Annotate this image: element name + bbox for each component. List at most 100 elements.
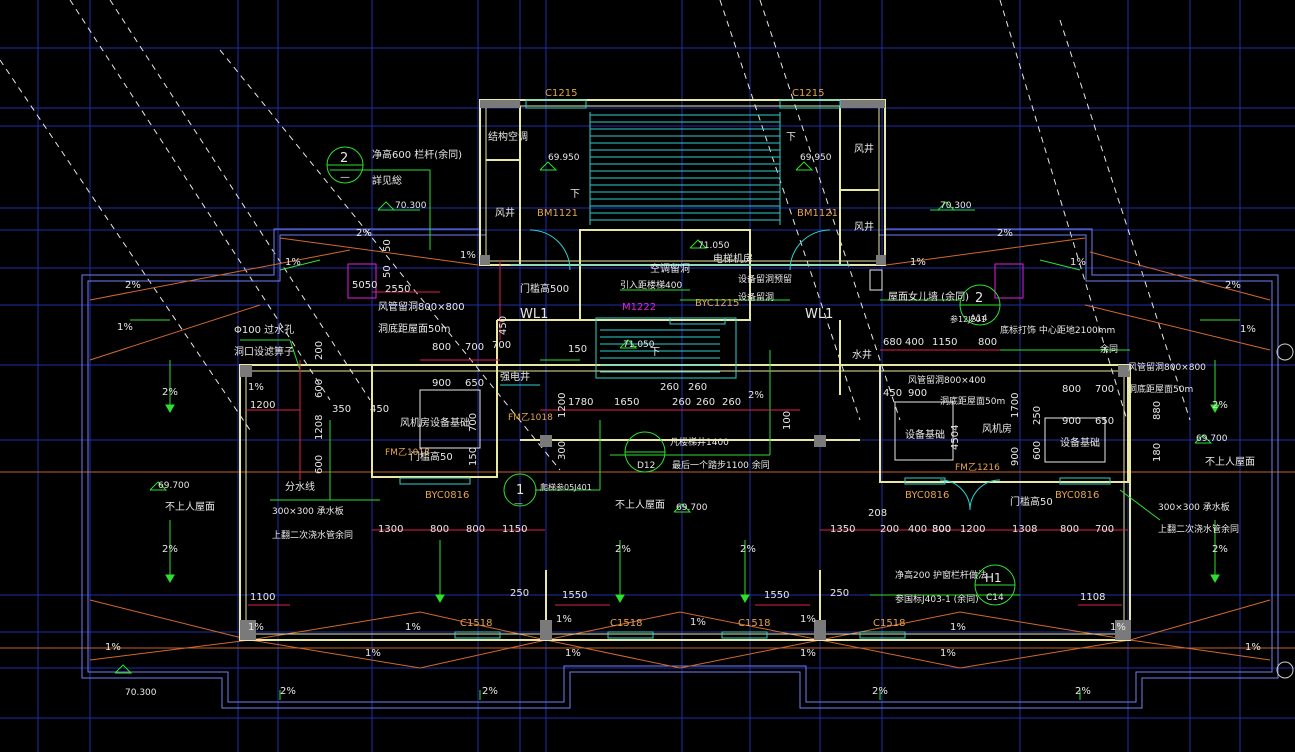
slope-label: 1% <box>1245 642 1261 653</box>
note: 屋面女儿墙 (余同) <box>888 290 969 303</box>
dimension: 50 <box>382 265 393 278</box>
dimension: 650 <box>1095 416 1114 427</box>
dimension: 650 <box>465 378 484 389</box>
dimension: 1550 <box>562 590 587 601</box>
slope-label: 1% <box>565 648 581 659</box>
note: 凡楼梯井1400 <box>670 436 729 448</box>
door-label: M1222 <box>622 302 656 313</box>
door-label: FM乙1216 <box>955 462 1000 473</box>
dimension: 600 <box>1032 441 1043 460</box>
dimension: 450 <box>370 404 389 415</box>
slope-label: 1% <box>1110 622 1126 633</box>
slope-label: 1% <box>690 617 706 628</box>
note: 门槛高50 <box>1010 495 1053 508</box>
dimension: 250 <box>1032 406 1043 425</box>
dimension: 250 <box>510 588 529 599</box>
callout-ref: C14 <box>986 593 1004 603</box>
note: 不上人屋面 <box>615 499 665 511</box>
callout-number: 1 <box>516 483 524 498</box>
wl-label: WL1 <box>805 307 833 322</box>
dimension: 300 <box>932 524 951 535</box>
dimension: 300 <box>557 441 568 460</box>
note: 上翻二次浇水管余同 <box>272 529 353 541</box>
slope-label: 2% <box>162 387 178 398</box>
diagonal-dashed-lines <box>0 0 1191 471</box>
note: 风管留洞800×800 <box>1128 361 1206 373</box>
note: 底标打饰 中心距地2100mm <box>1000 324 1115 336</box>
note: 300×300 承水板 <box>272 505 344 517</box>
slope-label: 2% <box>280 686 296 697</box>
dimension: 4504 <box>950 425 961 450</box>
dimension: 350 <box>332 404 351 415</box>
note: 最后一个踏步1100 余同 <box>672 459 770 471</box>
elevation: 69.950 <box>800 153 832 163</box>
dimension: 880 <box>1152 401 1163 420</box>
dimension: 400 <box>905 337 924 348</box>
slope-label: 1% <box>285 257 301 268</box>
callout-dividers <box>327 164 1015 586</box>
dimension: 1200 <box>250 400 275 411</box>
window-label: C1518 <box>873 618 905 629</box>
callout-ref: — <box>514 499 523 509</box>
slope-label: 2% <box>482 686 498 697</box>
slope-label: 2% <box>615 544 631 555</box>
note: 净高200 护窗栏杆做法 <box>895 569 987 581</box>
slope-label: 1% <box>405 622 421 633</box>
note: 洞底距屋面50m <box>940 395 1005 407</box>
axis-lines <box>0 471 1295 649</box>
elevation: 71.050 <box>623 340 655 350</box>
stair-direction: 下 <box>570 189 580 200</box>
stair-direction: 下 <box>650 347 660 358</box>
window-label: C1215 <box>545 88 577 99</box>
note: 上翻二次浇水管余同 <box>1158 523 1239 535</box>
stair-treads <box>589 112 781 373</box>
window-label: C1215 <box>792 88 824 99</box>
dimension: 100 <box>782 411 793 430</box>
slope-label: 1% <box>460 250 476 261</box>
dimension: 800 <box>430 524 449 535</box>
slope-label: 1% <box>800 648 816 659</box>
dimension: 2550 <box>385 284 410 295</box>
slope-label: 2% <box>125 280 141 291</box>
window-label: C1518 <box>460 618 492 629</box>
slope-label: 2% <box>997 228 1013 239</box>
elevation: 70.300 <box>395 201 427 211</box>
note: 门槛高500 <box>520 282 569 295</box>
door-label: BYC0816 <box>1055 490 1099 501</box>
cyan-lines <box>500 229 1001 511</box>
dimension: 900 <box>432 378 451 389</box>
dimension: 1150 <box>932 337 957 348</box>
slope-label: 2% <box>740 544 756 555</box>
dimension: 900 <box>908 388 927 399</box>
room-label: 风机房 <box>400 416 430 429</box>
equipment-bases <box>347 263 1106 463</box>
room-label: 风井 <box>854 142 874 155</box>
window-label: C1518 <box>610 618 642 629</box>
dimension: 800 <box>1060 524 1079 535</box>
dimension: 1108 <box>1080 592 1105 603</box>
dimension: 1200 <box>960 524 985 535</box>
callout-ref: D12 <box>637 461 655 471</box>
slope-label: 2% <box>1212 544 1228 555</box>
note: 参国标J403-1 (余同) <box>895 593 979 605</box>
level-markers <box>114 161 1213 674</box>
note: 门槛高50 <box>410 450 453 463</box>
room-label: 风井 <box>854 220 874 233</box>
elevation: 69.700 <box>158 481 190 491</box>
dimension: 250 <box>830 588 849 599</box>
door-label: FM乙1018 <box>508 412 553 423</box>
room-label: 风机房 <box>982 422 1012 435</box>
elevation: 71.050 <box>698 241 730 251</box>
note: 爬梯参05J401 <box>540 482 592 492</box>
note: 洞底距屋面50m <box>1128 383 1193 395</box>
slope-label: 1% <box>105 642 121 653</box>
dimension: 208 <box>868 508 887 519</box>
slope-label: 1% <box>556 614 572 625</box>
dimension: 1300 <box>378 524 403 535</box>
slope-label: 2% <box>748 390 764 401</box>
slope-label: 2% <box>1212 400 1228 411</box>
dimension: 1208 <box>314 415 325 440</box>
slope-label: 1% <box>950 622 966 633</box>
door-label: BM1121 <box>797 208 838 219</box>
wl-label: WL1 <box>520 307 548 322</box>
